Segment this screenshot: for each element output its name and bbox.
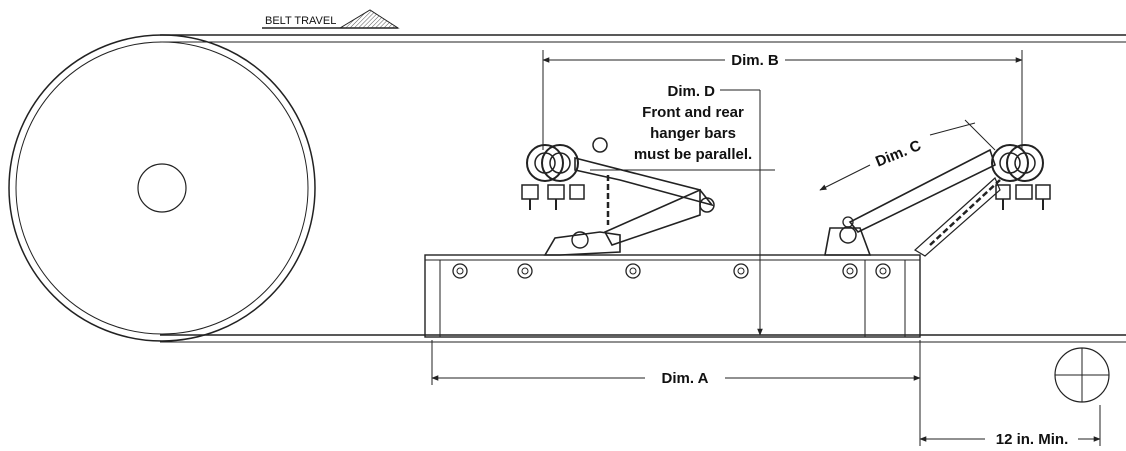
rear-chain: [929, 179, 1001, 246]
min-clearance-label: 12 in. Min.: [996, 431, 1069, 446]
dim-d-label: Dim. D: [667, 83, 715, 100]
min-clearance-dimension: 12 in. Min.: [919, 405, 1101, 448]
note-line-1: Front and rear: [642, 104, 744, 121]
belt-travel-label: BELT TRAVEL: [265, 15, 336, 27]
parallel-note: Front and rear hanger bars must be paral…: [634, 104, 752, 163]
conveyor-belt: [160, 34, 1126, 343]
mounting-bolts: [452, 263, 891, 279]
pulley-shaft-icon: [137, 163, 187, 213]
dim-c-label: Dim. C: [873, 137, 924, 171]
return-idler: [1054, 347, 1110, 403]
rear-hanger-assembly: [824, 144, 1051, 257]
note-line-2: hanger bars: [650, 125, 736, 142]
note-line-3: must be parallel.: [634, 146, 752, 163]
dim-b-label: Dim. B: [731, 52, 779, 69]
front-hanger-assembly: [521, 137, 715, 256]
dim-a-label: Dim. A: [662, 370, 709, 387]
dim-d-dimension: Dim. D: [590, 83, 775, 336]
head-pulley: [8, 34, 316, 342]
mounting-plate: [424, 254, 921, 338]
belt-direction-arrow-icon: [338, 9, 400, 29]
belt-travel-indicator: BELT TRAVEL: [262, 9, 400, 29]
dim-b-dimension: Dim. B: [542, 50, 1023, 150]
dim-c-dimension: Dim. C: [819, 119, 996, 191]
dim-a-dimension: Dim. A: [431, 340, 921, 446]
